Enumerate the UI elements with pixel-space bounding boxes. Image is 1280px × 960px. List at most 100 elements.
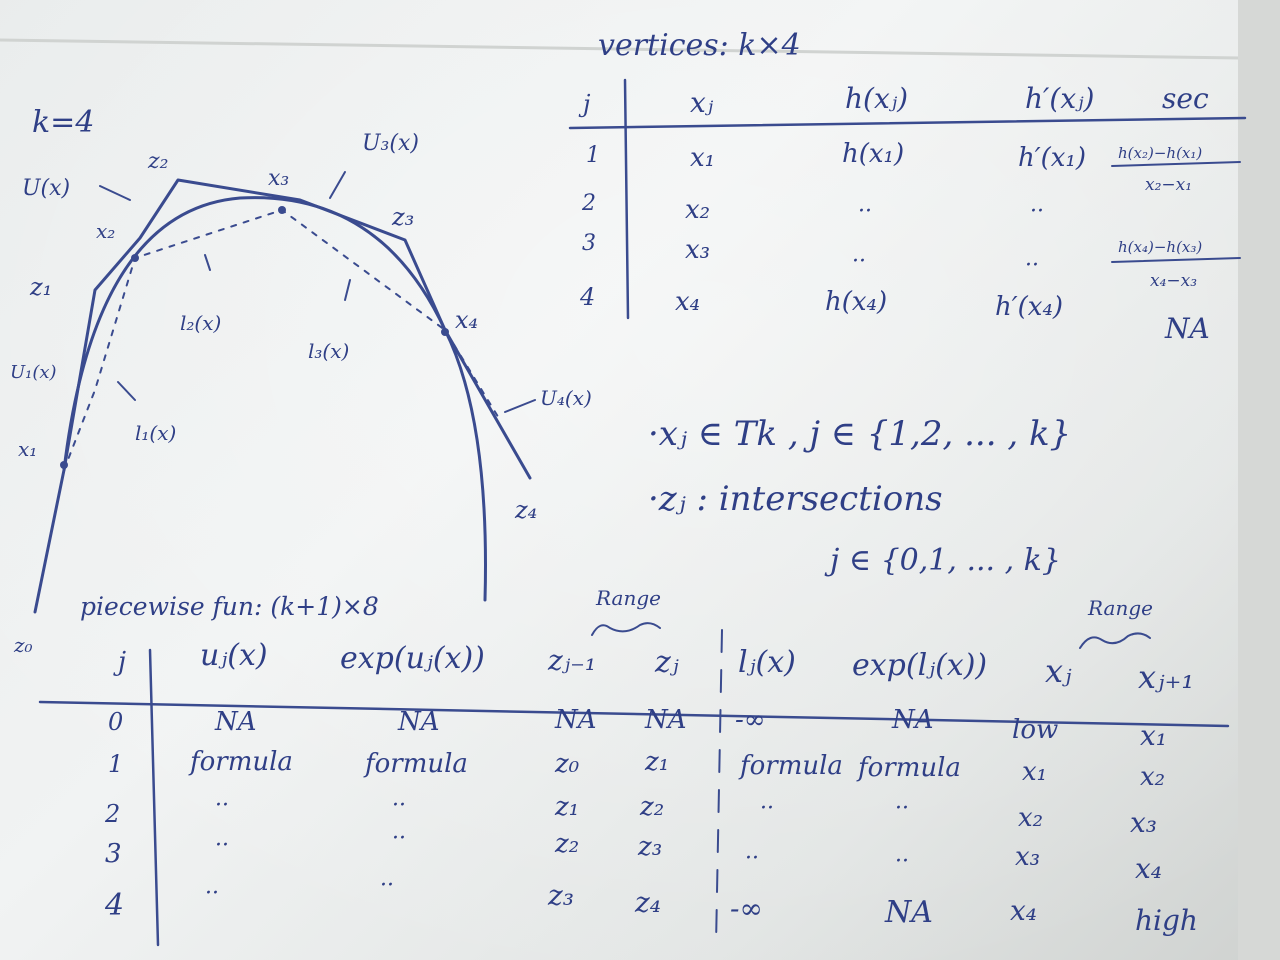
vr4-x: x₄ (675, 287, 700, 317)
vr2-x: x₂ (685, 195, 710, 225)
label-l2: l₂(x) (180, 311, 221, 335)
label-z4: z₄ (514, 496, 537, 524)
piecewise-divider (715, 629, 723, 946)
pr3-expu: ·· (392, 826, 406, 851)
ph-z: zⱼ (654, 645, 679, 680)
point-x3 (278, 206, 286, 214)
range-brace-2 (1079, 632, 1151, 649)
pr1-x: x₁ (1022, 757, 1047, 787)
label-l1: l₁(x) (135, 421, 176, 445)
vr1-sec-bar (1111, 161, 1241, 167)
pr3-l: ·· (745, 846, 759, 871)
graph: k=4 U(x) z₂ x₂ z₁ x₃ U₃(x) z₃ x₄ l₂(x) l… (10, 105, 592, 657)
vr3-sec-den: x₄−x₃ (1150, 271, 1197, 291)
pr4-expu: ·· (380, 873, 394, 898)
piecewise-title: piecewise fun: (k+1)×8 (80, 592, 379, 621)
ph-zprev: zⱼ₋₁ (547, 644, 596, 677)
pr0-zprev: NA (554, 705, 597, 735)
range-brace-1 (591, 622, 661, 636)
note-line-2: ·zⱼ : intersections (648, 479, 943, 519)
vr1-hp: h′(x₁) (1018, 143, 1086, 173)
board-frame-right (1238, 0, 1280, 960)
arrow-l2 (204, 254, 211, 271)
pr2-z: z₂ (639, 792, 664, 822)
vr3-sec-bar (1111, 257, 1241, 263)
pr1-u: formula (188, 747, 293, 777)
board-frame-top (0, 38, 1241, 60)
pr1-j: 1 (108, 750, 123, 778)
notes: ·xⱼ ∈ Tk , j ∈ {1,2, ... , k} ·zⱼ : inte… (648, 414, 1071, 578)
pr4-xnext: high (1135, 904, 1198, 937)
label-x1: x₁ (18, 437, 37, 461)
pr2-zprev: z₁ (554, 792, 579, 822)
range-label-2: Range (1087, 596, 1153, 620)
vertices-title: vertices: k×4 (598, 28, 801, 63)
label-l3: l₃(x) (308, 339, 349, 363)
pr3-expl: ·· (895, 849, 909, 874)
pr0-l: -∞ (735, 705, 765, 735)
ph-x: xⱼ (1045, 652, 1072, 690)
vr1-h: h(x₁) (842, 139, 904, 169)
arrow-u (99, 185, 131, 201)
pr3-z: z₃ (637, 832, 662, 862)
label-x2: x₂ (96, 219, 115, 243)
label-z0: z₀ (13, 633, 33, 657)
point-x4 (441, 328, 449, 336)
pr4-j: 4 (104, 888, 124, 923)
pr4-x: x₄ (1010, 894, 1037, 927)
pr1-xnext: x₂ (1140, 762, 1165, 792)
label-z3: z₃ (391, 203, 414, 231)
vr3-j: 3 (582, 231, 596, 256)
label-u1: U₁(x) (10, 362, 57, 383)
point-x2 (131, 254, 139, 262)
pr2-xnext: x₃ (1130, 806, 1157, 839)
label-u3: U₃(x) (362, 131, 419, 156)
arrow-u4 (504, 399, 536, 413)
pr2-expl: ·· (895, 796, 909, 821)
pr0-z: NA (644, 705, 687, 735)
pr1-expu: formula (363, 749, 468, 779)
pr3-x: x₃ (1015, 842, 1040, 872)
arrow-l1 (117, 381, 136, 401)
vr1-sec-den: x₂−x₁ (1145, 175, 1192, 195)
arrow-u3 (329, 171, 346, 199)
pr0-j: 0 (108, 708, 123, 736)
piecewise-table: piecewise fun: (k+1)×8 Range Range j uⱼ(… (38, 586, 1230, 947)
label-x3: x₃ (268, 166, 289, 191)
label-u4: U₄(x) (540, 386, 592, 410)
pr2-u: ·· (215, 793, 229, 818)
ph-xnext: xⱼ₊₁ (1138, 658, 1194, 696)
upper-hull (33, 178, 532, 614)
vr4-h: h(x₄) (825, 287, 887, 317)
ph-u: uⱼ(x) (200, 638, 268, 673)
vh-h: h(xⱼ) (845, 82, 908, 115)
arrow-l3 (344, 279, 351, 301)
lower-hull (63, 209, 501, 471)
ph-expl: exp(lⱼ(x)) (852, 648, 987, 683)
label-u: U(x) (22, 176, 70, 201)
pr0-xnext: x₁ (1140, 719, 1167, 752)
pr0-expu: NA (397, 707, 440, 737)
pr4-u: ·· (205, 881, 219, 906)
pr0-expl: NA (891, 705, 934, 735)
pr2-l: ·· (760, 796, 774, 821)
pr1-l: formula (738, 751, 843, 781)
pr2-j: 2 (104, 800, 120, 828)
vr3-x: x₃ (685, 235, 710, 265)
piecewise-column-rule (148, 648, 160, 947)
vh-sec: sec (1162, 82, 1209, 115)
range-label-1: Range (595, 586, 661, 610)
pr4-expl: NA (884, 895, 933, 930)
pr3-xnext: x₄ (1135, 852, 1162, 885)
pr3-zprev: z₂ (554, 829, 579, 859)
vr1-x: x₁ (690, 143, 715, 173)
vr2-j: 2 (581, 191, 596, 216)
vertices-header-rule (568, 116, 1247, 130)
vr1-sec-num: h(x₂)−h(x₁) (1118, 144, 1202, 162)
vr2-h: ·· (858, 199, 872, 224)
pr4-z: z₄ (634, 886, 661, 919)
label-x4: x₄ (455, 306, 478, 334)
pr1-z: z₁ (644, 747, 669, 777)
point-x1 (60, 461, 68, 469)
